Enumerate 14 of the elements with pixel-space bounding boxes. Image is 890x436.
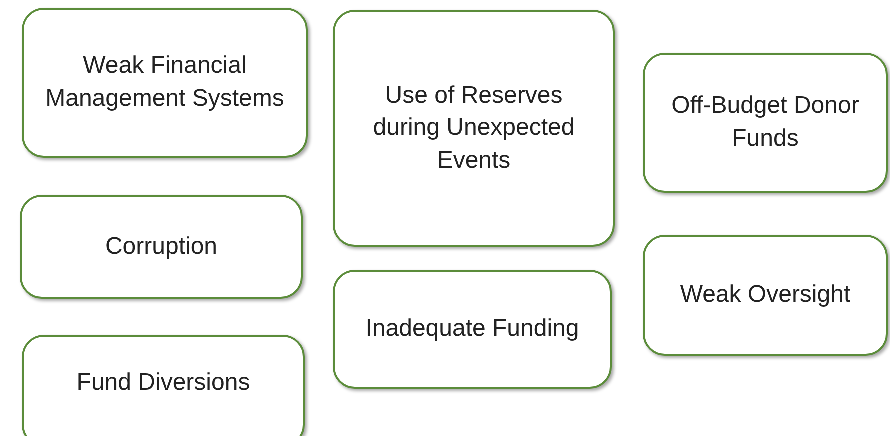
box-label: Off-Budget Donor Funds bbox=[670, 91, 860, 154]
box-label: Corruption bbox=[105, 232, 218, 262]
rounded-box bbox=[20, 195, 303, 299]
rounded-box bbox=[643, 235, 888, 356]
rounded-box bbox=[22, 335, 305, 436]
rounded-box bbox=[333, 270, 612, 389]
rounded-box bbox=[22, 8, 308, 158]
box-label: Weak Financial Management Systems bbox=[44, 51, 286, 114]
box-label: Use of Reserves during Unexpected Events bbox=[372, 80, 576, 176]
rounded-box bbox=[643, 53, 888, 193]
box-label: Fund Diversions bbox=[76, 368, 250, 398]
rounded-box bbox=[333, 10, 615, 247]
box-label: Weak Oversight bbox=[680, 280, 851, 310]
box-label: Inadequate Funding bbox=[366, 314, 580, 344]
